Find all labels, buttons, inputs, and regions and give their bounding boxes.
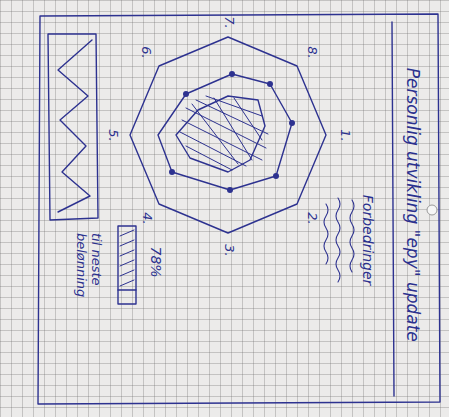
- callout-number: 3.: [221, 244, 236, 256]
- callout-number: 2.: [304, 212, 319, 224]
- radar-dot: [267, 81, 273, 87]
- progress-mark: [118, 289, 136, 290]
- radar-hatching: [180, 96, 268, 170]
- callout-number: 7.: [221, 16, 236, 28]
- radar-octagon: [130, 37, 326, 233]
- radar-dot: [183, 91, 189, 97]
- progress-value: 78%: [148, 246, 164, 277]
- callout-number: 8.: [304, 46, 319, 58]
- text-scribble: [324, 198, 354, 282]
- callout-number: 1.: [337, 129, 352, 141]
- progress-bar: [118, 226, 136, 304]
- radar-dot: [227, 187, 233, 193]
- chart-box: [48, 34, 98, 220]
- callout-number: 5.: [105, 129, 120, 141]
- zigzag-line: [58, 40, 92, 212]
- radar-score: [176, 96, 265, 172]
- radar-dot: [273, 173, 279, 179]
- radar-dot: [289, 120, 295, 126]
- title-underline: [392, 22, 394, 396]
- sheet-outline: [38, 14, 440, 404]
- section-heading: Forbedringer: [360, 195, 376, 286]
- progress-caption: til neste belønning: [73, 233, 103, 311]
- radar-inner: [158, 74, 292, 190]
- callout-number: 6.: [138, 46, 153, 58]
- radar-dot: [229, 71, 235, 77]
- page-title: Personlig utvikling "epy" update: [402, 68, 422, 342]
- radar-dot: [169, 169, 175, 175]
- callout-number: 4.: [139, 212, 154, 224]
- paper-hole: [427, 205, 437, 215]
- progress-fill: [120, 230, 134, 286]
